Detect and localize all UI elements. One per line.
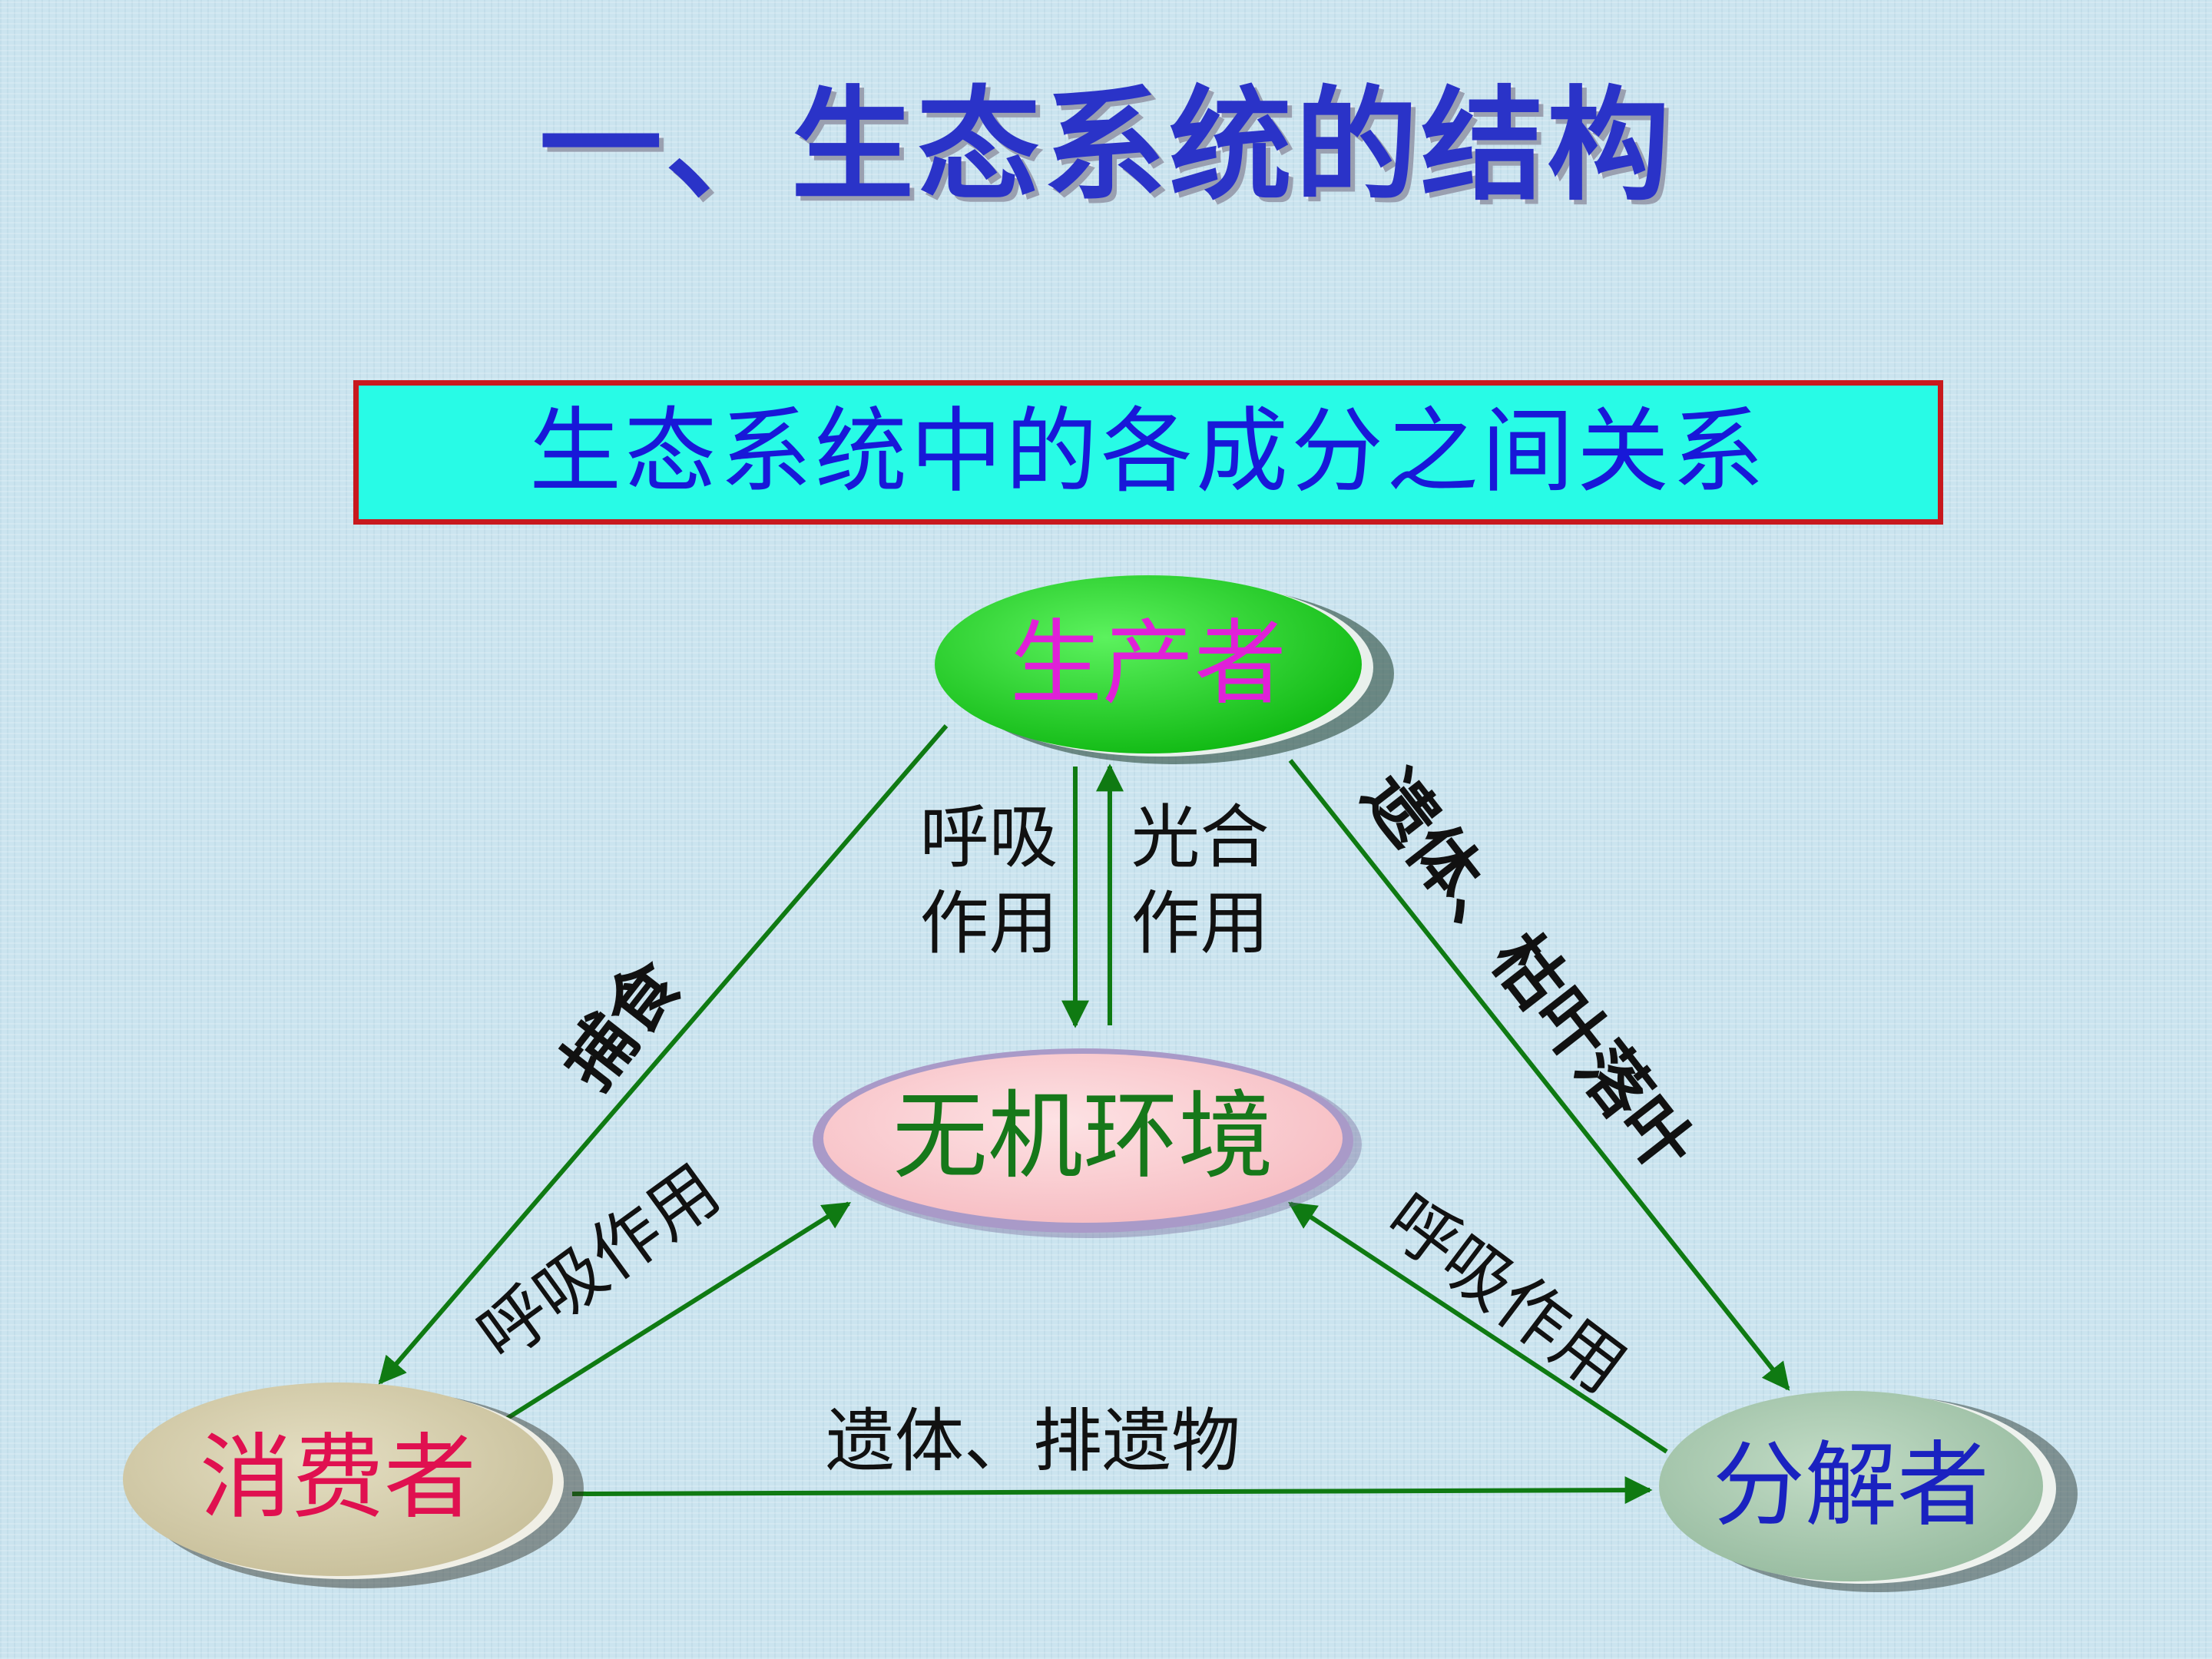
- subtitle-text: 生态系统中的各成分之间关系: [529, 399, 1767, 505]
- photosynthesis-line1: 光合: [1131, 797, 1270, 878]
- decomposer-node: [1659, 1391, 2078, 1592]
- producer-respiration-line2: 作用: [919, 883, 1058, 964]
- predation-arrow: [378, 724, 949, 1385]
- consumer-respiration-arrow: [502, 1201, 852, 1423]
- environment-node: [813, 1048, 1362, 1238]
- photosynthesis-label: 光合 作用: [1125, 795, 1275, 967]
- environment-label: 无机环境: [892, 1081, 1273, 1192]
- decomposer-label: 分解者: [1713, 1432, 1989, 1539]
- producer-node: [935, 575, 1394, 764]
- subtitle-box: 生态系统中的各成分之间关系: [353, 380, 1943, 525]
- photosynthesis-line2: 作用: [1131, 883, 1270, 964]
- consumer-remains-label: 遗体、排遗物: [826, 1401, 1240, 1482]
- producer-respiration-label: 呼吸 作用: [914, 795, 1064, 967]
- consumer-label: 消费者: [200, 1425, 476, 1532]
- producer-label: 生产者: [1010, 611, 1286, 717]
- producer-remains-arrow: [1288, 759, 1790, 1391]
- page-title: 一、生态系统的结构: [538, 74, 1673, 217]
- consumer-remains-arrow: [571, 1476, 1653, 1505]
- producer-respiration-line1: 呼吸: [919, 797, 1058, 878]
- decomposer-respiration-arrow: [1287, 1201, 1668, 1454]
- consumer-node: [123, 1382, 584, 1588]
